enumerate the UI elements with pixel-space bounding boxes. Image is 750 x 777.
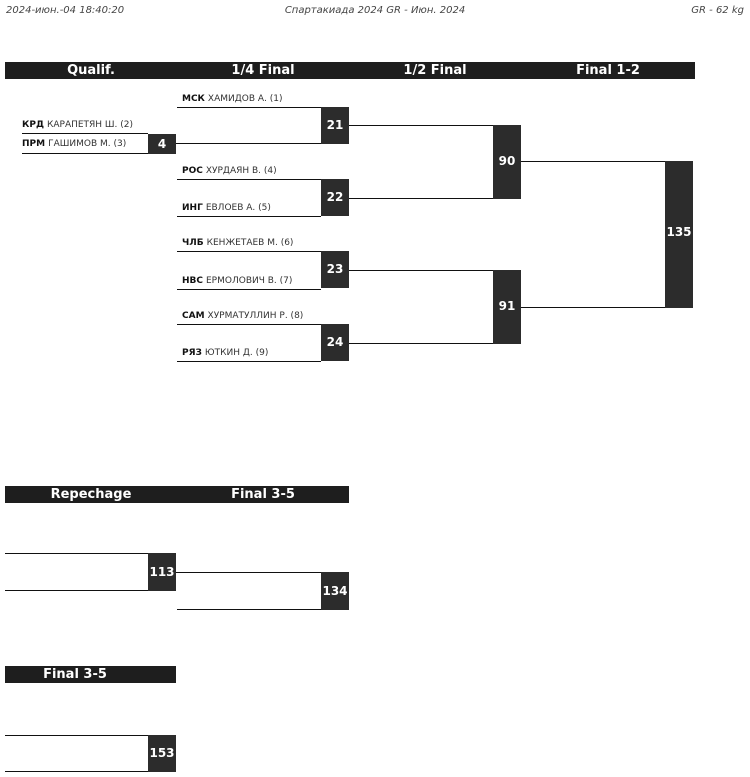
bout-90[interactable]: 90 xyxy=(493,125,521,199)
bout-23[interactable]: 23 xyxy=(321,251,349,288)
bout-24[interactable]: 24 xyxy=(321,324,349,361)
bout-91[interactable]: 91 xyxy=(493,270,521,344)
bout-134[interactable]: 134 xyxy=(321,572,349,610)
weight-category: GR - 62 kg xyxy=(691,5,744,16)
bout-22[interactable]: 22 xyxy=(321,179,349,216)
round-label-final35: Final 3-5 xyxy=(231,487,295,502)
timestamp: 2024-июн.-04 18:40:20 xyxy=(6,5,125,16)
bout-4[interactable]: 4 xyxy=(148,134,176,154)
round-label-final35-b: Final 3-5 xyxy=(43,667,107,682)
round-label-final: Final 1-2 xyxy=(576,63,640,78)
bout-135[interactable]: 135 xyxy=(665,161,693,308)
repechage-round-bar: Repechage Final 3-5 xyxy=(5,486,349,503)
round-label-repechage: Repechage xyxy=(50,487,132,502)
competition-title: Спартакиада 2024 GR - Июн. 2024 xyxy=(284,5,466,16)
bout-113[interactable]: 113 xyxy=(148,553,176,591)
bout-21[interactable]: 21 xyxy=(321,107,349,144)
bout-153[interactable]: 153 xyxy=(148,735,176,772)
main-round-bar: Qualif. 1/4 Final 1/2 Final Final 1-2 xyxy=(5,62,695,79)
round-label-semi: 1/2 Final xyxy=(403,63,467,78)
final35-round-bar: Final 3-5 xyxy=(5,666,176,683)
round-label-qualif: Qualif. xyxy=(67,63,115,78)
round-label-quarter: 1/4 Final xyxy=(231,63,295,78)
